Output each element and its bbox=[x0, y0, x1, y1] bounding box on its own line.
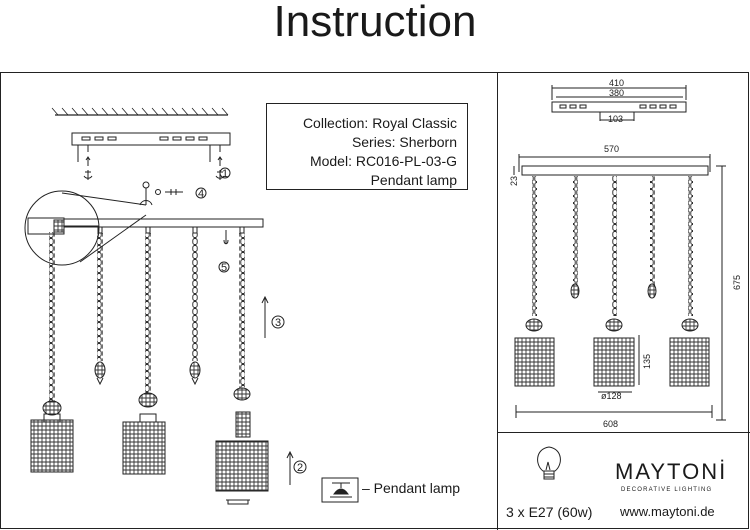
ceiling bbox=[51, 107, 229, 116]
panel-divider bbox=[497, 72, 498, 530]
brand-logo: MAYTONİ bbox=[615, 459, 728, 484]
footer-divider bbox=[497, 432, 750, 433]
step-2-label: 2 bbox=[297, 462, 303, 474]
legend-text: – Pendant lamp bbox=[362, 480, 461, 496]
series-label: Series: Sherborn bbox=[351, 134, 457, 150]
decorative-finials bbox=[94, 361, 201, 386]
step-1-label: 1 bbox=[222, 168, 228, 180]
front-view-chains bbox=[532, 176, 693, 316]
direction-arrows bbox=[261, 295, 294, 485]
dim-top-width: 410 bbox=[609, 78, 624, 88]
dim-hole-spacing: 103 bbox=[608, 114, 623, 124]
instruction-frame bbox=[0, 72, 749, 529]
website-link[interactable]: www.maytoni.de bbox=[620, 504, 715, 519]
wire-connector-detail bbox=[139, 181, 183, 206]
canopy-bar bbox=[63, 218, 264, 245]
mounting-bracket bbox=[71, 132, 231, 166]
detail-magnifier bbox=[24, 190, 147, 266]
dim-total-height: 675 bbox=[732, 275, 742, 290]
front-view bbox=[513, 154, 726, 421]
type-label: Pendant lamp bbox=[370, 172, 457, 188]
front-view-shades bbox=[514, 283, 710, 387]
model-label: Model: RC016-PL-03-G bbox=[309, 153, 457, 169]
dim-shade-height: 135 bbox=[642, 354, 652, 369]
bulb-spec: 3 x E27 (60w) bbox=[506, 504, 593, 520]
product-info-box: Collection: Royal Classic Series: Sherbo… bbox=[266, 103, 468, 190]
dim-canopy-height: 23 bbox=[509, 176, 519, 186]
dim-shade-diameter: ø128 bbox=[601, 391, 622, 401]
lamp-shades bbox=[30, 387, 269, 505]
pendant-lamp-icon bbox=[321, 477, 359, 503]
step-4-label: 4 bbox=[198, 188, 204, 200]
dim-inner-width: 380 bbox=[609, 88, 624, 98]
step-3-label: 3 bbox=[275, 317, 281, 329]
brand-tagline: DECORATIVE LIGHTING bbox=[621, 487, 713, 493]
pendant-chains bbox=[49, 232, 245, 402]
screw-icon bbox=[83, 170, 225, 180]
step-5-label: 5 bbox=[221, 262, 227, 274]
dim-canopy-width: 570 bbox=[604, 144, 619, 154]
top-bracket-view bbox=[551, 85, 687, 121]
page-title: Instruction bbox=[273, 0, 477, 46]
bulb-icon bbox=[537, 446, 561, 480]
dim-total-width: 608 bbox=[603, 419, 618, 429]
collection-label: Collection: Royal Classic bbox=[302, 115, 457, 131]
